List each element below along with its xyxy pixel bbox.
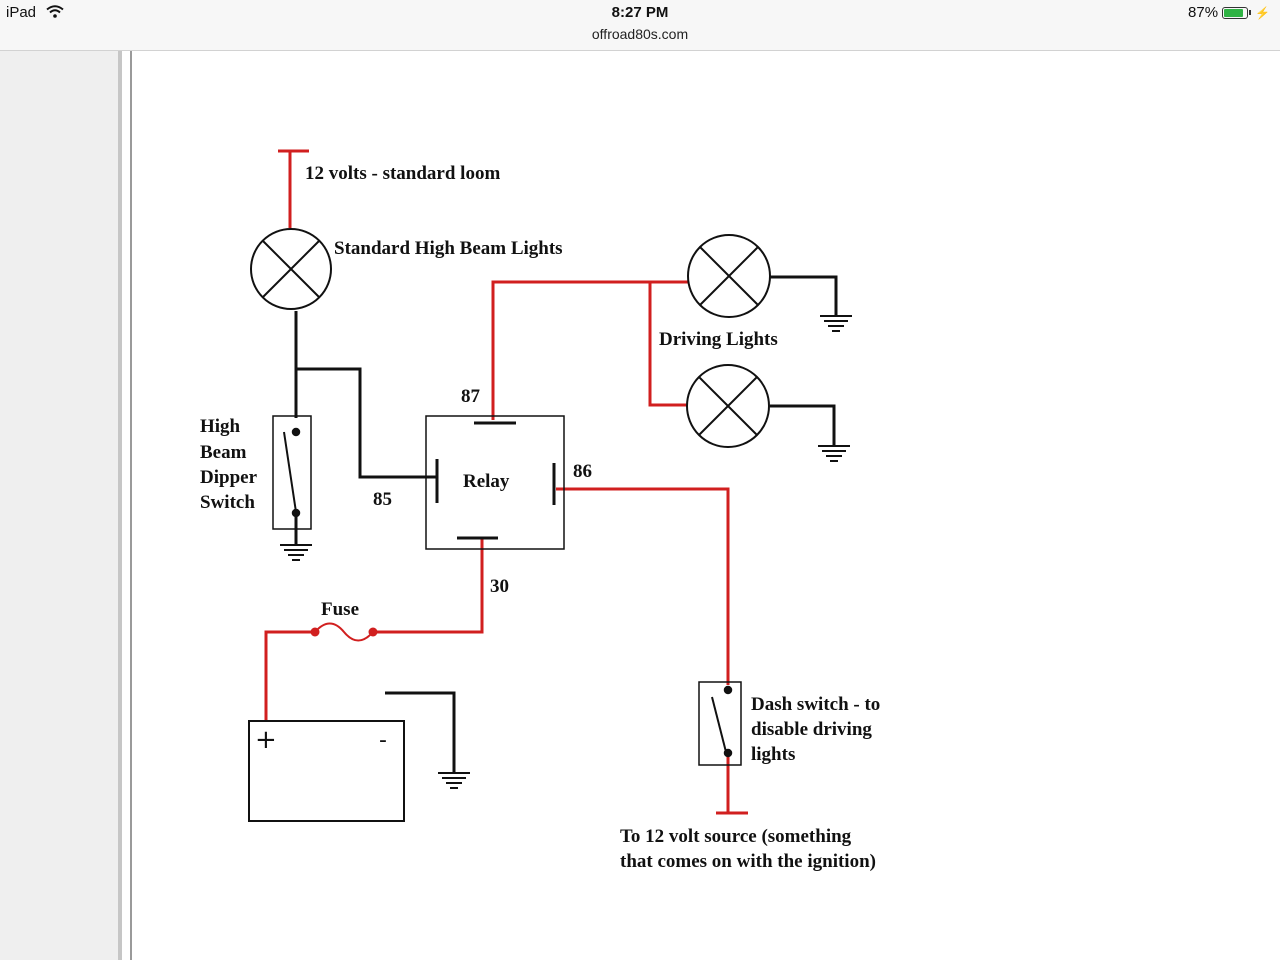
label-dipper-4: Switch — [200, 492, 255, 513]
label-high-beam: Standard High Beam Lights — [334, 238, 563, 259]
label-fuse: Fuse — [321, 599, 359, 620]
address-url[interactable]: offroad80s.com — [591, 26, 689, 42]
device-name: iPad — [6, 4, 37, 21]
status-right: 87% ⚡ — [1188, 4, 1270, 21]
status-bar: iPad 8:27 PM offroad80s.com 87% ⚡ — [0, 0, 1280, 51]
charging-bolt-icon: ⚡ — [1255, 5, 1270, 20]
label-supply: 12 volts - standard loom — [305, 163, 500, 184]
label-battery-plus: + — [255, 725, 277, 755]
battery-tip-icon — [1249, 10, 1252, 15]
wifi-icon — [46, 4, 64, 22]
label-pin-85: 85 — [373, 489, 392, 510]
high-beam-dipper-switch — [272, 415, 312, 530]
relay-86-wire — [556, 487, 748, 815]
driving-lights-ground-wires — [385, 275, 838, 772]
label-dash-3: lights — [751, 744, 795, 765]
fuse-symbol — [310, 622, 378, 642]
high-beam-lamp — [250, 228, 332, 310]
page-divider — [118, 51, 122, 960]
label-dash-2: disable driving — [751, 719, 872, 740]
supply-wire — [278, 149, 309, 228]
label-pin-87: 87 — [461, 386, 481, 407]
relay-30-wire — [264, 538, 484, 720]
ground-symbol-lower-light — [818, 445, 850, 462]
page-left-margin — [0, 51, 118, 960]
status-time: 8:27 PM — [611, 4, 669, 21]
label-pin-30: 30 — [490, 576, 509, 597]
battery-percent: 87% — [1188, 4, 1219, 21]
label-pin-86: 86 — [573, 461, 592, 482]
driving-lamp-lower — [686, 364, 770, 448]
label-dash-1: Dash switch - to — [751, 694, 880, 715]
relay-box — [425, 415, 565, 550]
battery-level — [1224, 8, 1244, 17]
ground-symbol-upper-light — [820, 315, 852, 332]
driving-lamp-upper — [687, 234, 771, 318]
label-dipper-3: Dipper — [200, 467, 258, 488]
battery-symbol — [248, 720, 405, 822]
status-left: iPad — [6, 4, 64, 22]
label-source-2: that comes on with the ignition) — [620, 851, 876, 872]
page-border — [130, 51, 132, 960]
label-driving-lights: Driving Lights — [659, 329, 778, 350]
label-dipper-2: Beam — [200, 442, 247, 463]
battery-icon — [1222, 6, 1249, 19]
dipper-wires — [294, 311, 436, 544]
ground-symbol-dipper — [280, 544, 312, 561]
relay-87-wire — [491, 280, 688, 420]
label-relay: Relay — [463, 471, 510, 492]
label-battery-minus: - — [379, 728, 387, 753]
label-dipper-1: High — [200, 416, 241, 437]
dash-switch — [698, 681, 742, 766]
label-source-1: To 12 volt source (something — [620, 826, 852, 847]
ground-symbol-battery — [438, 772, 470, 789]
